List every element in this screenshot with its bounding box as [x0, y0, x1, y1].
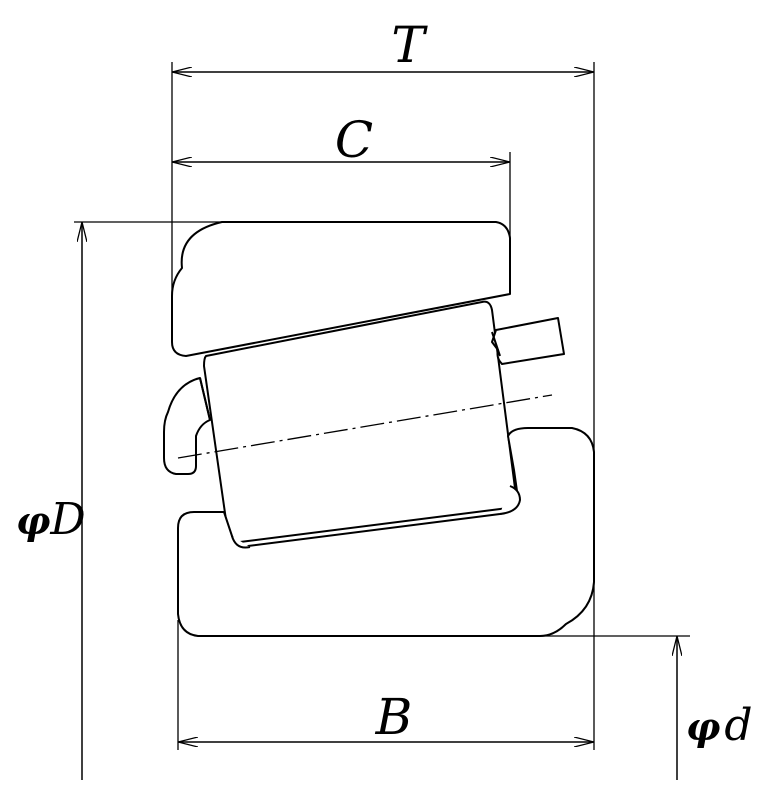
label-T: T: [391, 16, 428, 74]
inner-ring-fillet-right: [499, 485, 521, 515]
cage-left-inner: [199, 377, 211, 421]
label-B: B: [375, 688, 413, 746]
label-phi-D: φD: [16, 494, 86, 545]
cage-right: [491, 317, 565, 365]
outer-ring: [171, 221, 511, 357]
label-phi-d: φd: [686, 700, 753, 751]
inner-ring-fillet-left: [231, 535, 251, 549]
cage-right-joint: [491, 331, 501, 357]
phi-symbol-D: φ: [16, 498, 50, 543]
letter-D: D: [49, 494, 85, 545]
phi-symbol-d: φ: [686, 704, 720, 749]
label-C: C: [335, 111, 373, 169]
roller-axis: [177, 394, 553, 459]
letter-d: d: [724, 700, 752, 751]
